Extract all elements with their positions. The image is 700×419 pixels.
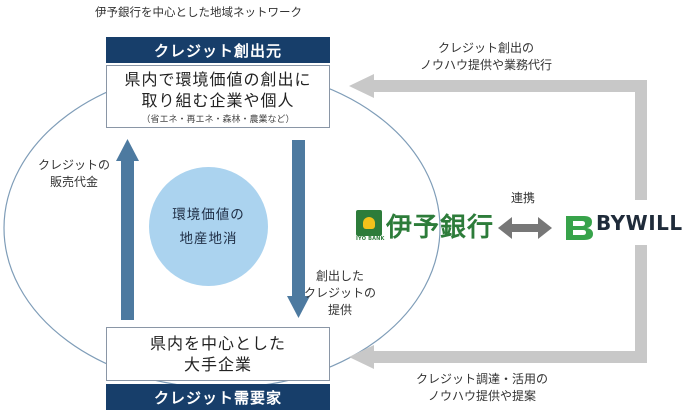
bywill-name: BYWILL (596, 211, 683, 235)
credit-creator-header: クレジット創出元 (106, 37, 330, 63)
credit-provision-line-3: 提供 (328, 303, 353, 317)
iyo-bank-subtext: IYO BANK (356, 236, 385, 242)
creation-knowhow-label: クレジット創出の ノウハウ提供や業務代行 (420, 40, 552, 74)
partnership-double-arrow (498, 217, 552, 239)
credit-provision-label: 創出した クレジットの 提供 (304, 268, 376, 319)
demander-line-1: 県内を中心とした (149, 334, 286, 353)
credit-demander-box: 県内を中心とした 大手企業 (106, 327, 330, 381)
credit-provision-line-1: 創出した (316, 269, 365, 283)
demander-line-2: 大手企業 (183, 355, 252, 374)
procurement-knowhow-line-1: クレジット調達・活用の (416, 372, 549, 386)
creator-line-1: 県内で環境価値の創出に (124, 69, 312, 89)
upward-arrow (116, 139, 139, 320)
iyo-bank-name: 伊予銀行 (386, 213, 495, 243)
creation-knowhow-line-1: クレジット創出の (438, 41, 535, 55)
top-gray-arrow (349, 74, 647, 200)
iyo-bank-mark-icon (356, 210, 382, 236)
sales-proceeds-label: クレジットの 販売代金 (38, 157, 110, 191)
credit-creator-box: 県内で環境価値の創出に 取り組む企業や個人 （省エネ・再エネ・森林・農業など） (106, 65, 330, 128)
creator-note: （省エネ・再エネ・森林・農業など） (141, 114, 295, 125)
creation-knowhow-line-2: ノウハウ提供や業務代行 (420, 58, 553, 72)
circle-line-1: 環境価値の (172, 206, 245, 223)
downward-arrow (287, 140, 310, 318)
iyo-bank-logo: IYO BANK 伊予銀行 (356, 208, 546, 244)
network-title: 伊予銀行を中心とした地域ネットワーク (95, 5, 302, 19)
bottom-gray-arrow (349, 245, 647, 369)
circle-line-2: 地産地消 (179, 230, 238, 247)
local-production-consumption-circle: 環境価値の 地産地消 (149, 167, 268, 286)
sales-proceeds-line-2: 販売代金 (50, 175, 99, 189)
sales-proceeds-line-1: クレジットの (38, 158, 111, 172)
procurement-knowhow-line-2: ノウハウ提供や提案 (428, 389, 537, 403)
procurement-knowhow-label: クレジット調達・活用の ノウハウ提供や提案 (416, 371, 548, 405)
credit-demander-header: クレジット需要家 (106, 384, 330, 410)
bywill-mark-icon (566, 216, 593, 240)
partnership-label: 連携 (511, 191, 536, 205)
creator-line-2: 取り組む企業や個人 (141, 90, 295, 110)
credit-provision-line-2: クレジットの (304, 286, 377, 300)
